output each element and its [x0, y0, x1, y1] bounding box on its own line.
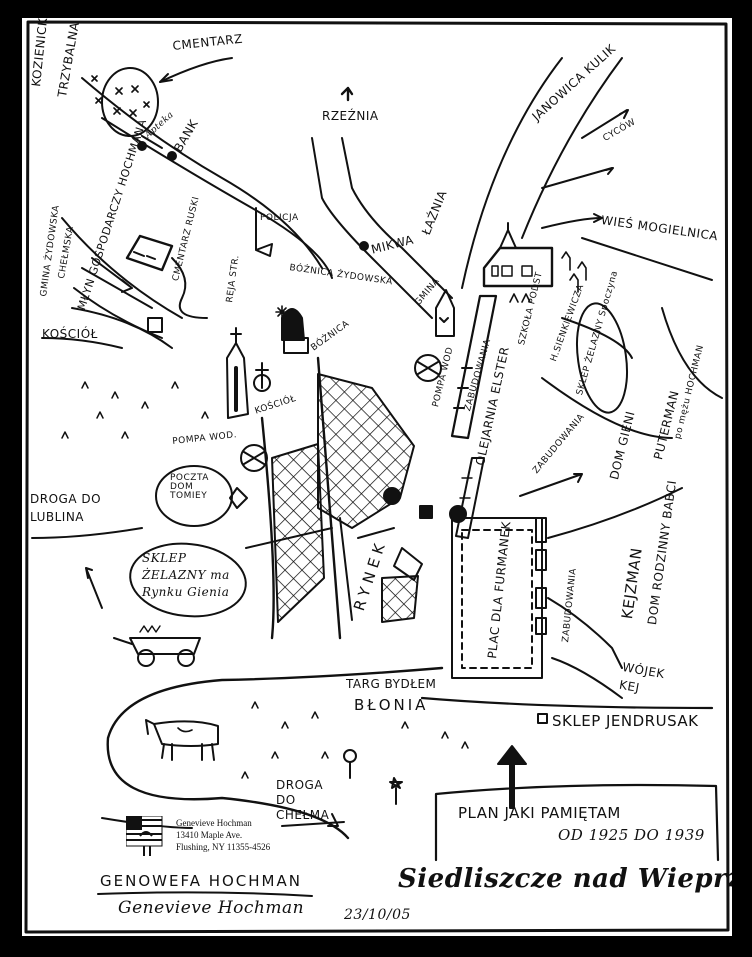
- horse-cart: [113, 625, 201, 667]
- map-title: Siedliszcze nad Wieprzem: [398, 864, 732, 894]
- road-janowica: [461, 57, 563, 289]
- label-blonia: BŁONIA: [354, 696, 429, 714]
- label-plan: PLAN JAKI PAMIĘTAM: [458, 804, 621, 822]
- north-arrow: [497, 745, 527, 809]
- label-policja: POLICJA: [260, 213, 299, 223]
- synagogue: [275, 305, 309, 354]
- road-kozienicka: [81, 77, 323, 269]
- stamp-line-2: 13410 Maple Ave.: [176, 830, 243, 840]
- school-building: [482, 222, 587, 303]
- label-poczta: POCZTA DOM TOMIEY: [170, 473, 209, 501]
- label-sklep-zelazny: SKLEP ŻELAZNY ma Rynku Gienia: [142, 551, 230, 599]
- address-stamp: Genevieve Hochman 13410 Maple Ave. Flush…: [126, 816, 296, 860]
- church: [226, 327, 271, 419]
- label-droga-lublina: DROGA DO LUBLINA: [30, 492, 102, 524]
- gmina-building: [435, 289, 455, 337]
- label-kosciol-top: KOŚCIÓŁ: [42, 327, 98, 341]
- road-chelm: [106, 666, 444, 840]
- label-rzeznia: RZEŹNIA: [322, 109, 379, 123]
- map-drawing: [24, 20, 730, 934]
- flowers: [343, 749, 403, 805]
- label-signature: Genevieve Hochman: [118, 898, 305, 918]
- cart-square: [451, 517, 547, 679]
- sheet-border: [24, 20, 730, 934]
- label-targ: TARG BYDŁEM: [346, 677, 437, 691]
- road-rzeznia: [311, 137, 433, 319]
- label-date: 23/10/05: [344, 907, 411, 923]
- flag-icon: [126, 816, 163, 856]
- label-sklep-jendrusak: SKLEP JENDRUSAK: [552, 712, 699, 730]
- map-sheet: CMENTARZ KOZIENICKA TRZYBALNA Apteka BAN…: [22, 18, 732, 936]
- label-years: OD 1925 DO 1939: [558, 826, 705, 844]
- stamp-line-3: Flushing, NY 11355-4526: [176, 842, 271, 852]
- label-droga-chelma: DROGA DO CHEŁMA: [276, 778, 330, 822]
- stamp-line-1: Genevieve Hochman: [176, 818, 252, 828]
- mill-building: [125, 234, 208, 319]
- cow: [145, 719, 219, 761]
- label-author: GENOWEFA HOCHMAN: [100, 872, 302, 890]
